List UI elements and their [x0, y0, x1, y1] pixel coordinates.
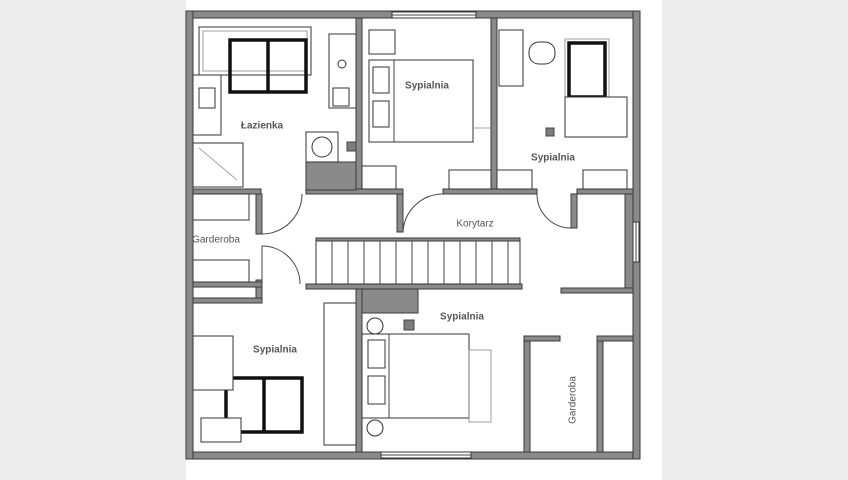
bedroom-top-center-furniture — [361, 29, 492, 190]
toilet-bowl — [528, 41, 556, 65]
exterior-windows — [380, 11, 640, 459]
pillow-b — [372, 100, 390, 128]
shelf-wardrobe-bottom — [192, 259, 250, 283]
room-label-bedroom-center: Sypialnia — [440, 311, 484, 323]
room-label-bedroom-top-center: Sypialnia — [405, 80, 449, 92]
drain — [346, 141, 357, 152]
door-swing-bedroom-center — [402, 193, 444, 233]
door-swing-wardrobe — [261, 193, 303, 235]
room-label-bedroom-bottom-left: Sypialnia — [253, 344, 297, 356]
wall-wardrobe-right-right — [596, 335, 604, 453]
doors — [261, 193, 572, 285]
wall-corridor-bottom — [305, 283, 523, 290]
room-label-wardrobe-left: Garderoba — [192, 234, 240, 246]
pillow-d — [367, 375, 386, 405]
skylights — [224, 38, 610, 434]
bathroom-fixtures — [192, 26, 357, 188]
shelf-right-a — [496, 169, 533, 190]
bidet — [337, 59, 347, 69]
interior-walls — [192, 17, 634, 453]
dresser-top — [361, 165, 397, 190]
pillow-a — [372, 66, 390, 94]
desk — [564, 96, 628, 138]
door-swing-bedroom-right — [536, 193, 572, 229]
bathtub — [198, 26, 312, 76]
wall-bedroom-bottom — [442, 188, 538, 195]
wall-wardrobe-right-left — [523, 335, 531, 453]
wall-wardrobe-bottom — [192, 281, 263, 288]
bedroom-bottom-left-furniture — [192, 302, 357, 446]
wardrobe-unit — [498, 29, 524, 87]
skylight-bedroom-right — [567, 41, 607, 99]
column-center — [403, 319, 415, 331]
wall-wardrobe-right-top-b — [596, 335, 634, 342]
shelf-right-b — [582, 169, 628, 190]
bedside-table-top — [368, 29, 396, 55]
exterior-wall-left — [185, 10, 194, 460]
bedside-lamp-bottom — [366, 419, 384, 437]
chimney-block — [305, 161, 357, 191]
washbasin — [198, 87, 216, 109]
wardrobe-left-fixtures — [192, 193, 250, 283]
room-label-bedroom-top-right: Sypialnia — [531, 152, 575, 164]
stair-outline — [315, 237, 521, 285]
wall-bath-bedroom — [355, 17, 363, 191]
pillow-c — [367, 339, 386, 369]
door-swing-bedroom-left — [261, 245, 301, 285]
wall-door-post-center — [396, 193, 404, 233]
bedroom-top-right-furniture — [496, 29, 628, 190]
wall-door-post-right — [570, 193, 578, 229]
toilet — [332, 87, 350, 107]
wall-center-left — [355, 288, 363, 453]
closet-bottom-left — [323, 302, 357, 446]
wall-wardrobe-right-top-a — [523, 335, 561, 342]
wall-right-mid — [560, 287, 634, 294]
column — [545, 127, 555, 137]
stair-steps — [331, 241, 509, 284]
bedside-lamp-top — [366, 317, 384, 335]
room-label-corridor: Korytarz — [456, 218, 494, 230]
wardrobe-bottom-left — [192, 335, 234, 391]
wall-right-inner — [624, 193, 634, 289]
desk-bottom-left — [200, 417, 242, 443]
wall-bedroom-left-top — [192, 297, 263, 304]
wall-right-bottom — [576, 188, 634, 195]
wall-bedrooms-top — [490, 17, 498, 191]
shelf-top — [448, 169, 492, 190]
shelf-wardrobe-top — [192, 193, 250, 221]
wall-bath-bottom-left — [192, 188, 262, 195]
wall-wardrobe-door-top — [255, 193, 263, 235]
room-label-bathroom: Łazienka — [240, 120, 284, 132]
bedroom-center-furniture — [361, 317, 492, 437]
room-label-wardrobe-right: Garderoba — [567, 376, 579, 424]
staircase — [315, 237, 521, 285]
grey-block-center — [361, 288, 419, 314]
